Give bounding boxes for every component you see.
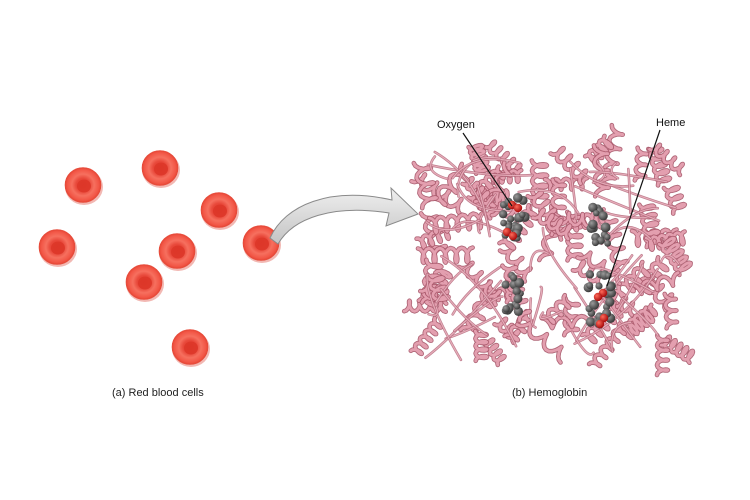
hemoglobin-protein bbox=[401, 122, 696, 378]
oxygen-atom bbox=[502, 227, 512, 237]
red-blood-cell bbox=[158, 233, 197, 271]
red-blood-cell bbox=[38, 229, 77, 267]
caption-hemoglobin: (b) Hemoglobin bbox=[512, 387, 588, 399]
oxygen-atom bbox=[513, 203, 523, 213]
heme-leader-line bbox=[606, 129, 661, 287]
red-blood-cells bbox=[38, 150, 281, 367]
oxygen-leader-line bbox=[462, 132, 513, 207]
heme-group bbox=[499, 193, 530, 242]
heme-group bbox=[586, 202, 611, 247]
oxygen-atom bbox=[508, 231, 518, 241]
curved-arrow bbox=[269, 186, 419, 245]
oxygen-atom bbox=[599, 313, 609, 323]
red-blood-cell bbox=[125, 264, 164, 302]
heme-group bbox=[501, 271, 525, 316]
red-blood-cell bbox=[171, 329, 210, 367]
red-blood-cell bbox=[200, 192, 239, 230]
red-blood-cell bbox=[64, 167, 103, 205]
oxygen-atom bbox=[595, 319, 605, 329]
heme-groups bbox=[499, 193, 616, 329]
red-blood-cell bbox=[141, 150, 180, 188]
oxygen-atom bbox=[593, 292, 603, 302]
oxygen-label: Oxygen bbox=[437, 119, 475, 131]
heme-group bbox=[583, 270, 616, 329]
caption-red-blood-cells: (a) Red blood cells bbox=[112, 387, 204, 399]
heme-label: Heme bbox=[656, 117, 686, 129]
